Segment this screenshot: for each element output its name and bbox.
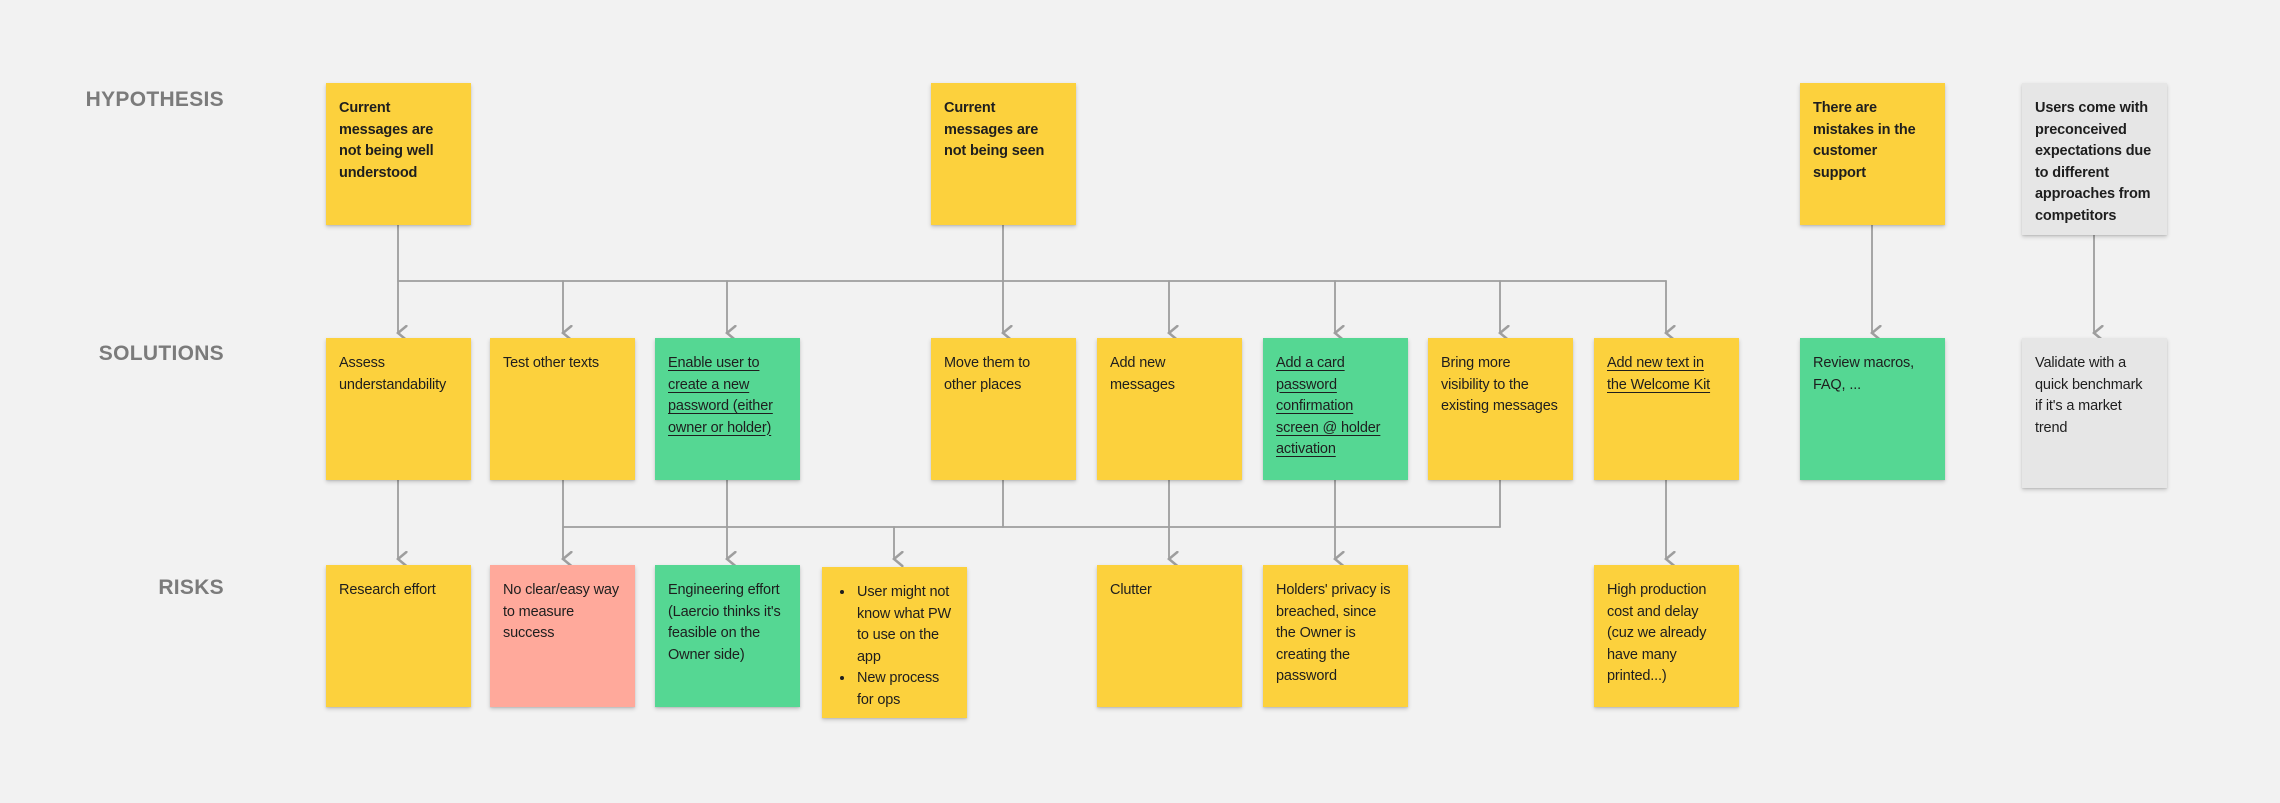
row-label-hypothesis: HYPOTHESIS xyxy=(85,88,224,111)
note-text: Current messages are not being seen xyxy=(944,100,1045,159)
note-text: There are mistakes in the customer suppo… xyxy=(1813,100,1916,181)
sticky-note-solution-new-text-welcome-kit[interactable]: Add new text in the Welcome Kit xyxy=(1594,338,1739,480)
sticky-note-risk-clutter[interactable]: Clutter xyxy=(1097,565,1242,707)
sticky-note-risk-high-production-cost[interactable]: High production cost and delay (cuz we a… xyxy=(1594,565,1739,707)
note-text: Clutter xyxy=(1110,582,1152,598)
sticky-note-solution-enable-create-password[interactable]: Enable user to create a new password (ei… xyxy=(655,338,800,480)
sticky-note-hypothesis-messages-not-understood[interactable]: Current messages are not being well unde… xyxy=(326,83,471,225)
sticky-note-solution-test-other-texts[interactable]: Test other texts xyxy=(490,338,635,480)
sticky-note-solution-move-to-other-places[interactable]: Move them to other places xyxy=(931,338,1076,480)
note-text: Add new messages xyxy=(1110,355,1175,393)
note-text: Engineering effort (Laercio thinks it's … xyxy=(668,582,781,663)
note-text: Move them to other places xyxy=(944,355,1031,393)
sticky-note-solution-add-new-messages[interactable]: Add new messages xyxy=(1097,338,1242,480)
note-text: Test other texts xyxy=(503,355,599,371)
sticky-note-solution-bring-more-visibility[interactable]: Bring more visibility to the existing me… xyxy=(1428,338,1573,480)
note-bullet-list: User might not know what PW to use on th… xyxy=(835,582,953,711)
sticky-note-solution-card-password-confirmation[interactable]: Add a card password confirmation screen … xyxy=(1263,338,1408,480)
sticky-note-risk-engineering-effort[interactable]: Engineering effort (Laercio thinks it's … xyxy=(655,565,800,707)
note-text: Bring more visibility to the existing me… xyxy=(1441,355,1558,414)
row-label-solutions: SOLUTIONS xyxy=(98,342,224,365)
note-text: Validate with a quick benchmark if it's … xyxy=(2035,355,2143,436)
sticky-note-hypothesis-messages-not-seen[interactable]: Current messages are not being seen xyxy=(931,83,1076,225)
row-label-risks: RISKS xyxy=(158,576,224,599)
note-text: No clear/easy way to measure success xyxy=(503,582,619,641)
note-bullet-item: New process for ops xyxy=(855,668,953,711)
note-text: Add a card password confirmation screen … xyxy=(1276,355,1381,457)
sticky-note-solution-assess-understandability[interactable]: Assess understandability xyxy=(326,338,471,480)
sticky-note-solution-validate-benchmark[interactable]: Validate with a quick benchmark if it's … xyxy=(2022,338,2167,488)
sticky-note-risk-no-clear-way-to-measure[interactable]: No clear/easy way to measure success xyxy=(490,565,635,707)
note-text: Assess understandability xyxy=(339,355,447,393)
sticky-note-risk-user-password-confusion[interactable]: User might not know what PW to use on th… xyxy=(822,567,967,718)
note-text: Add new text in the Welcome Kit xyxy=(1607,355,1711,393)
note-bullet-item: User might not know what PW to use on th… xyxy=(855,582,953,668)
sticky-note-risk-research-effort[interactable]: Research effort xyxy=(326,565,471,707)
note-text: Holders' privacy is breached, since the … xyxy=(1276,582,1391,684)
sticky-note-risk-holders-privacy-breach[interactable]: Holders' privacy is breached, since the … xyxy=(1263,565,1408,707)
note-text: Enable user to create a new password (ei… xyxy=(668,355,773,436)
sticky-note-hypothesis-customer-support-mistakes[interactable]: There are mistakes in the customer suppo… xyxy=(1800,83,1945,225)
note-text: Review macros, FAQ, ... xyxy=(1813,355,1915,393)
sticky-note-hypothesis-preconceived-expectations[interactable]: Users come with preconceived expectation… xyxy=(2022,83,2167,235)
note-text: Current messages are not being well unde… xyxy=(339,100,434,181)
note-text: High production cost and delay (cuz we a… xyxy=(1607,582,1707,684)
sticky-note-solution-review-macros-faq[interactable]: Review macros, FAQ, ... xyxy=(1800,338,1945,480)
note-text: Users come with preconceived expectation… xyxy=(2035,100,2152,224)
note-text: Research effort xyxy=(339,582,436,598)
